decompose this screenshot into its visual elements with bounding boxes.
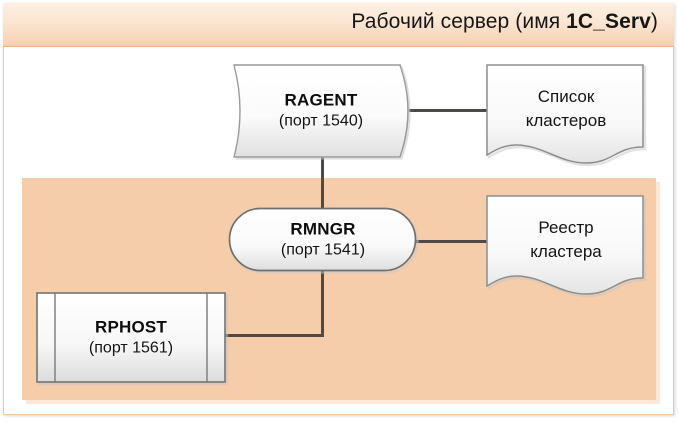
node-rmngr[interactable]: RMNGR (порт 1541): [227, 206, 419, 274]
server-header-band: Рабочий сервер (имя 1C_Serv): [3, 3, 674, 47]
ragent-shape-icon: [233, 64, 411, 160]
node-ragent[interactable]: RAGENT (порт 1540): [230, 63, 418, 160]
server-title-prefix: Рабочий сервер (имя: [351, 10, 567, 33]
rmngr-shape-icon: [228, 207, 419, 274]
server-name-value: 1C_Serv: [566, 10, 651, 33]
server-title-suffix: ): [650, 10, 658, 33]
connector-ragent-to-rmngr: [321, 156, 324, 210]
connector-rmngr-to-rphost-horizontal: [224, 334, 324, 337]
rphost-shape-icon: [36, 292, 229, 386]
node-cluster-registry[interactable]: Реестр кластера: [485, 194, 647, 298]
node-cluster-list[interactable]: Список кластеров: [485, 63, 647, 167]
cluster-list-document-icon: [486, 64, 647, 167]
node-rphost[interactable]: RPHOST (порт 1561): [35, 291, 229, 386]
connector-ragent-to-cluster-list: [409, 109, 487, 112]
cluster-registry-document-icon: [486, 195, 647, 298]
connector-rmngr-to-rphost-vertical: [321, 270, 324, 337]
page-title: Рабочий сервер (имя 1C_Serv): [351, 10, 658, 34]
connector-rmngr-to-cluster-registry: [409, 240, 487, 243]
